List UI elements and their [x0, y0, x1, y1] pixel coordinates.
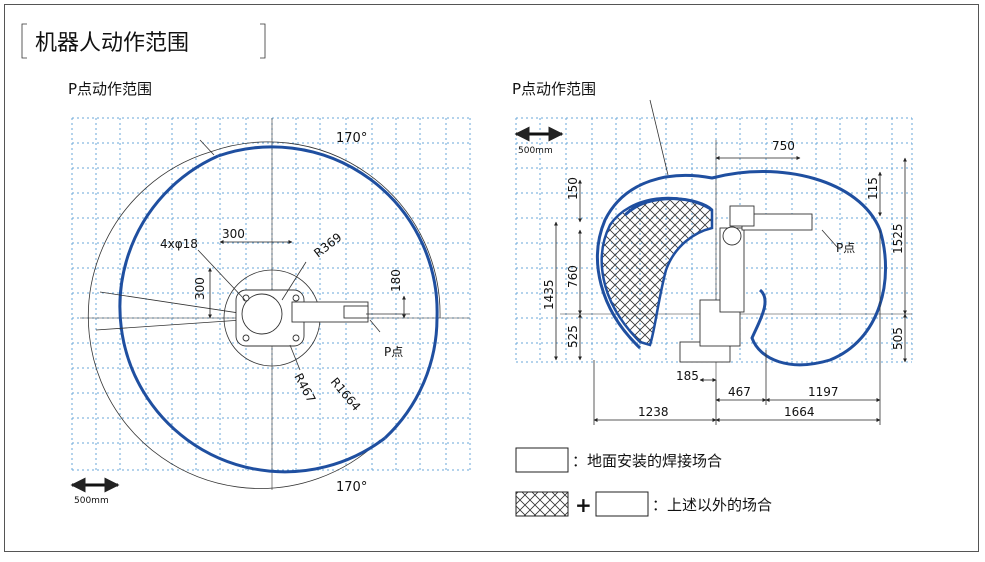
right-dim-505: 505	[891, 327, 905, 350]
right-p-range-label: P点动作范围	[512, 80, 596, 98]
left-p-range-label: P点动作范围	[68, 80, 152, 98]
right-dim-467: 467	[728, 385, 751, 399]
right-robot-arm	[679, 205, 813, 363]
left-r467: R467	[291, 371, 318, 405]
right-dim-525: 525	[566, 325, 580, 348]
left-dim-180: 180	[389, 269, 403, 292]
right-dim-185: 185	[676, 369, 699, 383]
left-angle-bottom: 170°	[336, 480, 367, 495]
right-dim-1525: 1525	[891, 223, 905, 254]
right-dim-1664: 1664	[784, 405, 815, 419]
right-scale-label: 500mm	[518, 146, 553, 156]
title-bracket	[21, 23, 266, 59]
left-top-view	[71, 117, 471, 490]
left-scale-label: 500mm	[74, 496, 109, 506]
legend-hatch-swatch	[515, 491, 569, 517]
left-dim-300-h: 300	[222, 227, 245, 241]
left-r369: R369	[311, 230, 344, 260]
left-dim-300-v: 300	[193, 277, 207, 300]
right-dim-1435: 1435	[542, 279, 556, 310]
left-p-point: P点	[384, 345, 403, 359]
left-robot-base	[235, 289, 369, 347]
legend-floor-text: ：地面安装的焊接场合	[572, 452, 722, 470]
right-dim-1238: 1238	[638, 405, 669, 419]
right-dim-750: 750	[772, 139, 795, 153]
right-side-view	[515, 99, 913, 425]
legend-floor-swatch	[515, 447, 569, 473]
legend-other-swatch	[595, 491, 649, 517]
legend-plus-sign: +	[575, 493, 592, 517]
right-dim-150: 150	[566, 177, 580, 200]
page-title: 机器人动作范围	[35, 31, 189, 56]
diagram-frame	[4, 4, 979, 552]
right-p-point: P点	[836, 241, 855, 255]
hole-label: 4xφ18	[160, 237, 198, 251]
right-dim-115: 115	[866, 177, 880, 200]
legend: +	[515, 447, 649, 517]
left-r1664: R1664	[328, 375, 364, 414]
legend-other-text: ：上述以外的场合	[652, 496, 772, 514]
right-dim-760: 760	[566, 265, 580, 288]
right-dim-1197: 1197	[808, 385, 839, 399]
left-angle-top: 170°	[336, 131, 367, 146]
